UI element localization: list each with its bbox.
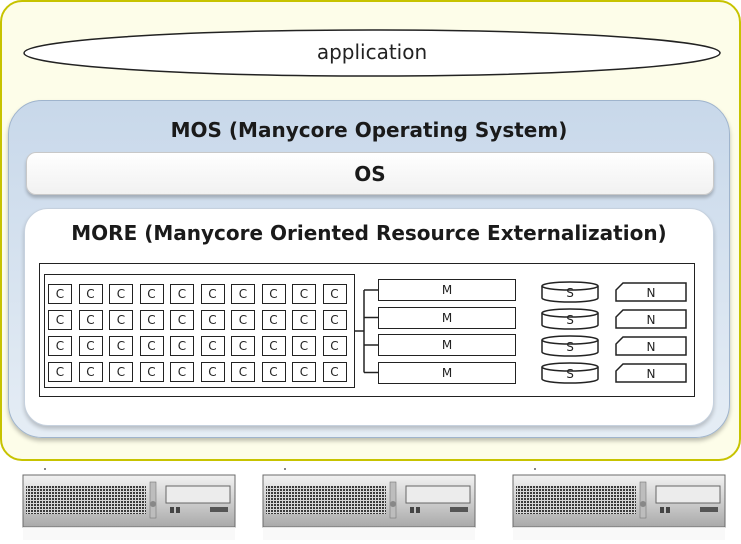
core-cell: C: [231, 336, 255, 356]
core-cell: C: [322, 336, 347, 356]
core-cell: C: [78, 362, 103, 382]
core-cell: C: [200, 362, 225, 382]
core-cell: C: [109, 362, 133, 382]
storage-icon: [541, 281, 599, 303]
storage-icon: [541, 362, 599, 384]
core-cell: C: [170, 336, 194, 356]
storage-label: S: [566, 367, 574, 381]
application-label: application: [316, 40, 428, 64]
core-cell: C: [292, 362, 316, 382]
nic-icon: [615, 282, 687, 302]
core-cell: C: [200, 310, 225, 330]
core-cell: C: [231, 284, 255, 304]
core-cell: C: [170, 284, 194, 304]
memory-block: M: [378, 361, 516, 384]
memory-block: M: [378, 306, 516, 329]
core-cell: C: [231, 362, 255, 382]
rack-server-icon: [262, 474, 476, 540]
core-cell: C: [48, 336, 72, 356]
nic-label: N: [646, 367, 656, 381]
core-cell: C: [261, 310, 286, 330]
nic-icon: [615, 309, 687, 329]
core-cell: C: [139, 336, 164, 356]
core-cell: C: [109, 336, 133, 356]
core-cell: C: [170, 310, 194, 330]
core-cell: C: [78, 284, 103, 304]
server-mark: [44, 468, 46, 470]
core-cell: C: [48, 362, 72, 382]
application-ellipse: [23, 29, 721, 77]
nic-icon: [615, 363, 687, 383]
core-cell: C: [231, 310, 255, 330]
nic-icon: [615, 336, 687, 356]
mos-title: MOS (Manycore Operating System): [170, 118, 568, 142]
os-label: OS: [354, 162, 386, 186]
more-title: MORE (Manycore Oriented Resource Externa…: [71, 221, 667, 245]
core-cell: C: [200, 336, 225, 356]
core-cell: C: [109, 310, 133, 330]
storage-label: S: [566, 340, 574, 354]
storage-label: S: [566, 313, 574, 327]
nic-label: N: [646, 286, 656, 300]
core-cell: C: [109, 284, 133, 304]
core-cell: C: [261, 362, 286, 382]
core-cell: C: [48, 284, 72, 304]
nic-label: N: [646, 313, 656, 327]
core-cell: C: [322, 310, 347, 330]
core-cell: C: [292, 310, 316, 330]
core-cell: C: [261, 284, 286, 304]
nic-label: N: [646, 340, 656, 354]
core-cell: C: [139, 310, 164, 330]
rack-server-icon: [512, 474, 726, 540]
storage-icon: [541, 335, 599, 357]
server-mark: [534, 468, 536, 470]
memory-block: M: [378, 279, 516, 301]
core-cell: C: [292, 336, 316, 356]
core-cell: C: [78, 336, 103, 356]
os-bar: [26, 152, 714, 195]
core-cell: C: [292, 284, 316, 304]
storage-label: S: [566, 286, 574, 300]
core-cell: C: [78, 310, 103, 330]
rack-server-icon: [22, 474, 236, 540]
storage-icon: [541, 308, 599, 330]
core-cell: C: [48, 310, 72, 330]
core-cell: C: [200, 284, 225, 304]
core-cell: C: [170, 362, 194, 382]
core-cell: C: [139, 284, 164, 304]
core-cell: C: [322, 362, 347, 382]
core-cell: C: [261, 336, 286, 356]
core-cell: C: [322, 284, 347, 304]
server-mark: [284, 468, 286, 470]
core-cell: C: [139, 362, 164, 382]
memory-block: M: [378, 334, 516, 356]
